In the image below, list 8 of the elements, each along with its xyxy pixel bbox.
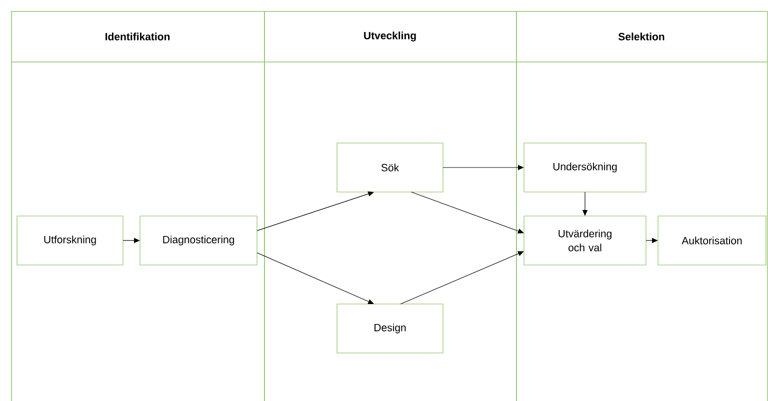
process-box: Utvärdering och val xyxy=(524,216,646,266)
process-box: Utforskning xyxy=(16,216,124,266)
arrow xyxy=(400,251,524,304)
process-box: Diagnosticering xyxy=(140,216,258,266)
process-box: Sök xyxy=(336,142,444,192)
process-box: Undersökning xyxy=(524,142,646,192)
process-box: Design xyxy=(336,304,444,354)
process-box: Auktorisation xyxy=(658,216,766,266)
